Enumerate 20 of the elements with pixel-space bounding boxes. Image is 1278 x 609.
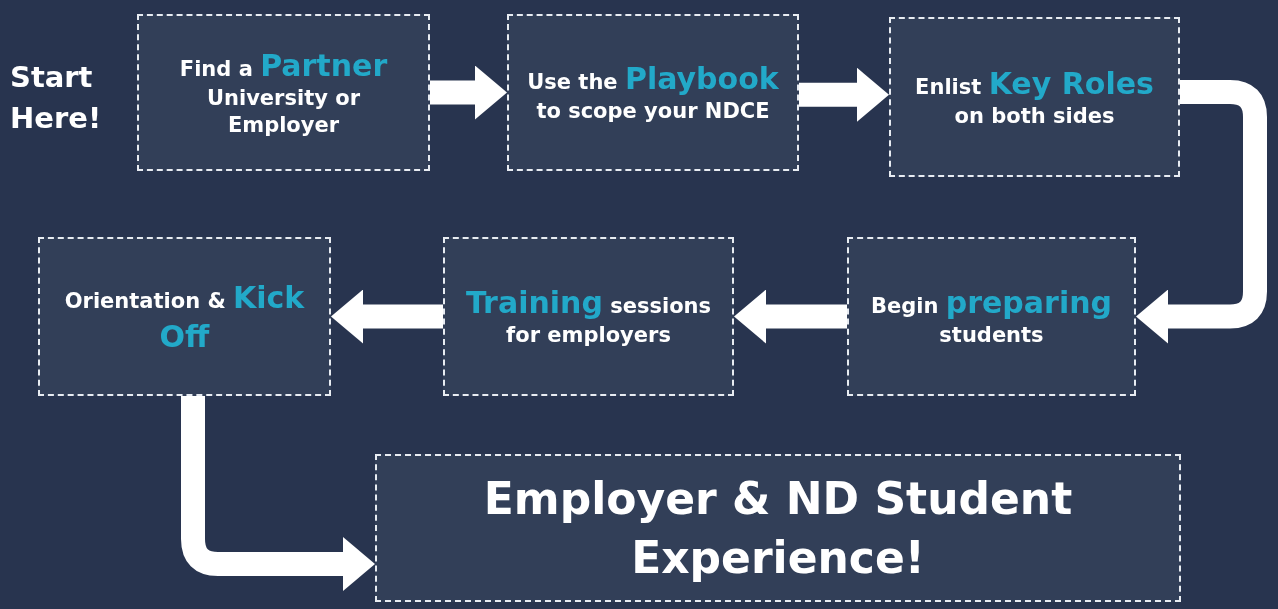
process-box — [889, 17, 1180, 177]
process-box — [507, 14, 799, 171]
process-box — [847, 237, 1136, 396]
process-box — [375, 454, 1181, 602]
step-text: Find a Partner University or Employer — [178, 46, 389, 139]
start-label: Start Here! — [10, 59, 103, 137]
step-text: Orientation & Kick Off — [63, 278, 306, 356]
arrow — [799, 67, 889, 122]
arrow — [331, 289, 443, 344]
step-text: Begin preparing students — [870, 284, 1113, 350]
process-box — [38, 237, 331, 396]
process-box — [443, 237, 734, 396]
arrow — [734, 289, 847, 344]
step-text: Enlist Key Roles on both sides — [914, 64, 1155, 130]
step-text: Training sessions for employers — [464, 284, 713, 350]
arrow — [430, 65, 507, 120]
step-text: Use the Playbook to scope your NDCE — [526, 60, 780, 126]
process-box — [137, 14, 430, 171]
arrow — [181, 396, 375, 591]
step-text: Employer & ND Student Experience! — [482, 471, 1074, 585]
